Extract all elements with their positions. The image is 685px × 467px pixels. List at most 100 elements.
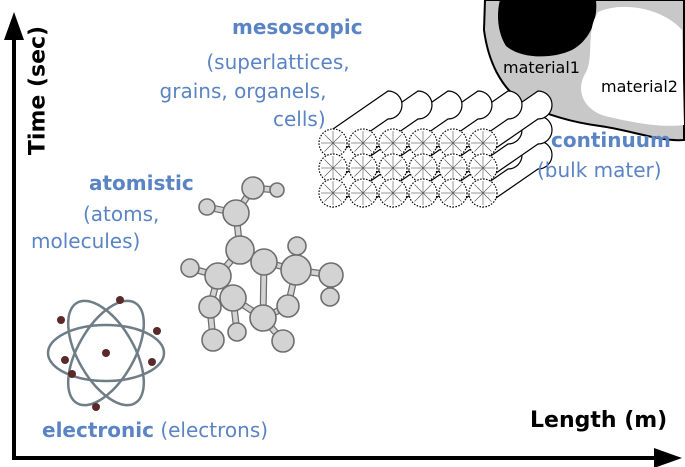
fiber-texture bbox=[354, 192, 364, 202]
fiber-texture bbox=[392, 167, 402, 177]
electron bbox=[68, 370, 76, 378]
molecule-atom bbox=[198, 295, 222, 319]
fiber-texture bbox=[324, 192, 334, 202]
fiber-texture bbox=[474, 184, 484, 194]
molecule-atom bbox=[241, 176, 265, 200]
fiber-texture bbox=[482, 134, 492, 144]
molecule-atom bbox=[280, 254, 312, 286]
fiber-texture bbox=[444, 192, 454, 202]
molecule-atom bbox=[222, 199, 250, 227]
electron bbox=[148, 358, 156, 366]
molecule-atom bbox=[249, 304, 277, 332]
fiber-texture bbox=[422, 159, 432, 169]
y-axis-label: Time (sec) bbox=[25, 25, 51, 156]
fiber-texture bbox=[452, 167, 462, 177]
axes bbox=[4, 12, 682, 467]
fiber-texture bbox=[452, 142, 462, 152]
atom-orbit-icon bbox=[46, 296, 166, 411]
material2-region bbox=[581, 6, 684, 126]
fiber-texture bbox=[414, 184, 424, 194]
material1-region bbox=[498, 0, 597, 57]
electronic-label: electronic (electrons) bbox=[42, 418, 268, 442]
molecule-atom bbox=[320, 287, 340, 307]
electron bbox=[57, 316, 65, 324]
fiber-texture bbox=[362, 184, 372, 194]
fiber-body bbox=[482, 90, 553, 159]
molecule-atom bbox=[225, 235, 255, 265]
fiber-texture bbox=[452, 184, 462, 194]
fiber-texture bbox=[354, 142, 364, 152]
atomistic-detail-2: molecules) bbox=[31, 229, 141, 253]
molecule-atom bbox=[269, 182, 285, 198]
orbit-1 bbox=[46, 323, 166, 383]
fiber-texture bbox=[362, 192, 372, 202]
fiber-texture bbox=[384, 159, 394, 169]
fiber-texture bbox=[354, 134, 364, 144]
fiber-texture bbox=[474, 142, 484, 152]
y-axis-arrowhead bbox=[4, 12, 24, 40]
molecule-atom bbox=[271, 329, 295, 353]
mesoscopic-detail-3: cells) bbox=[273, 107, 326, 131]
fiber-texture bbox=[384, 192, 394, 202]
fiber-texture bbox=[354, 167, 364, 177]
mesoscopic-title: mesoscopic bbox=[232, 15, 363, 39]
fiber-texture bbox=[392, 159, 402, 169]
electronic-title: electronic bbox=[42, 418, 154, 442]
fiber-texture bbox=[332, 192, 342, 202]
material2-label: material2 bbox=[601, 77, 678, 96]
fiber-texture bbox=[332, 159, 342, 169]
fiber-texture bbox=[362, 159, 372, 169]
fiber-texture bbox=[444, 184, 454, 194]
fiber-texture bbox=[354, 159, 364, 169]
electron bbox=[61, 356, 69, 364]
fiber-texture bbox=[414, 167, 424, 177]
fiber-texture bbox=[482, 167, 492, 177]
fiber-texture bbox=[474, 167, 484, 177]
mesoscopic-detail-2: grains, organels, bbox=[159, 79, 327, 103]
fiber-texture bbox=[392, 192, 402, 202]
fiber-texture bbox=[482, 159, 492, 169]
fiber-texture bbox=[422, 167, 432, 177]
fiber-texture bbox=[452, 134, 462, 144]
fiber-texture bbox=[474, 134, 484, 144]
fiber-texture bbox=[354, 184, 364, 194]
orbit-3 bbox=[66, 299, 146, 407]
fiber-texture bbox=[414, 192, 424, 202]
fiber-texture bbox=[332, 184, 342, 194]
fiber-texture bbox=[452, 159, 462, 169]
molecule-atom bbox=[318, 262, 344, 288]
orbit-2 bbox=[66, 299, 146, 407]
fiber-texture bbox=[332, 167, 342, 177]
fiber-texture bbox=[324, 134, 334, 144]
fiber-texture bbox=[324, 142, 334, 152]
fiber-texture bbox=[452, 192, 462, 202]
continuum-detail: (bulk mater) bbox=[537, 158, 662, 182]
fiber-texture bbox=[422, 184, 432, 194]
fiber-texture bbox=[324, 159, 334, 169]
electron bbox=[116, 296, 124, 304]
fiber-texture bbox=[414, 142, 424, 152]
molecule-icon bbox=[180, 176, 344, 353]
molecule-atom bbox=[287, 236, 307, 256]
molecule-atom bbox=[276, 294, 300, 318]
electron bbox=[153, 327, 161, 335]
molecule-atom bbox=[198, 198, 216, 216]
atomistic-title: atomistic bbox=[89, 171, 194, 195]
molecule-atom bbox=[250, 248, 278, 276]
fiber-texture bbox=[422, 142, 432, 152]
fiber-texture bbox=[384, 134, 394, 144]
fiber-texture bbox=[324, 167, 334, 177]
fiber-texture bbox=[384, 142, 394, 152]
fiber-texture bbox=[474, 192, 484, 202]
fiber-texture bbox=[474, 159, 484, 169]
fiber-texture bbox=[422, 192, 432, 202]
fiber-texture bbox=[362, 167, 372, 177]
fiber-texture bbox=[392, 134, 402, 144]
continuum-title: continuum bbox=[551, 128, 671, 152]
fiber-texture bbox=[414, 159, 424, 169]
molecule-atom bbox=[201, 328, 225, 352]
x-axis-arrowhead bbox=[654, 448, 682, 467]
fiber-texture bbox=[444, 142, 454, 152]
fiber-texture bbox=[482, 192, 492, 202]
